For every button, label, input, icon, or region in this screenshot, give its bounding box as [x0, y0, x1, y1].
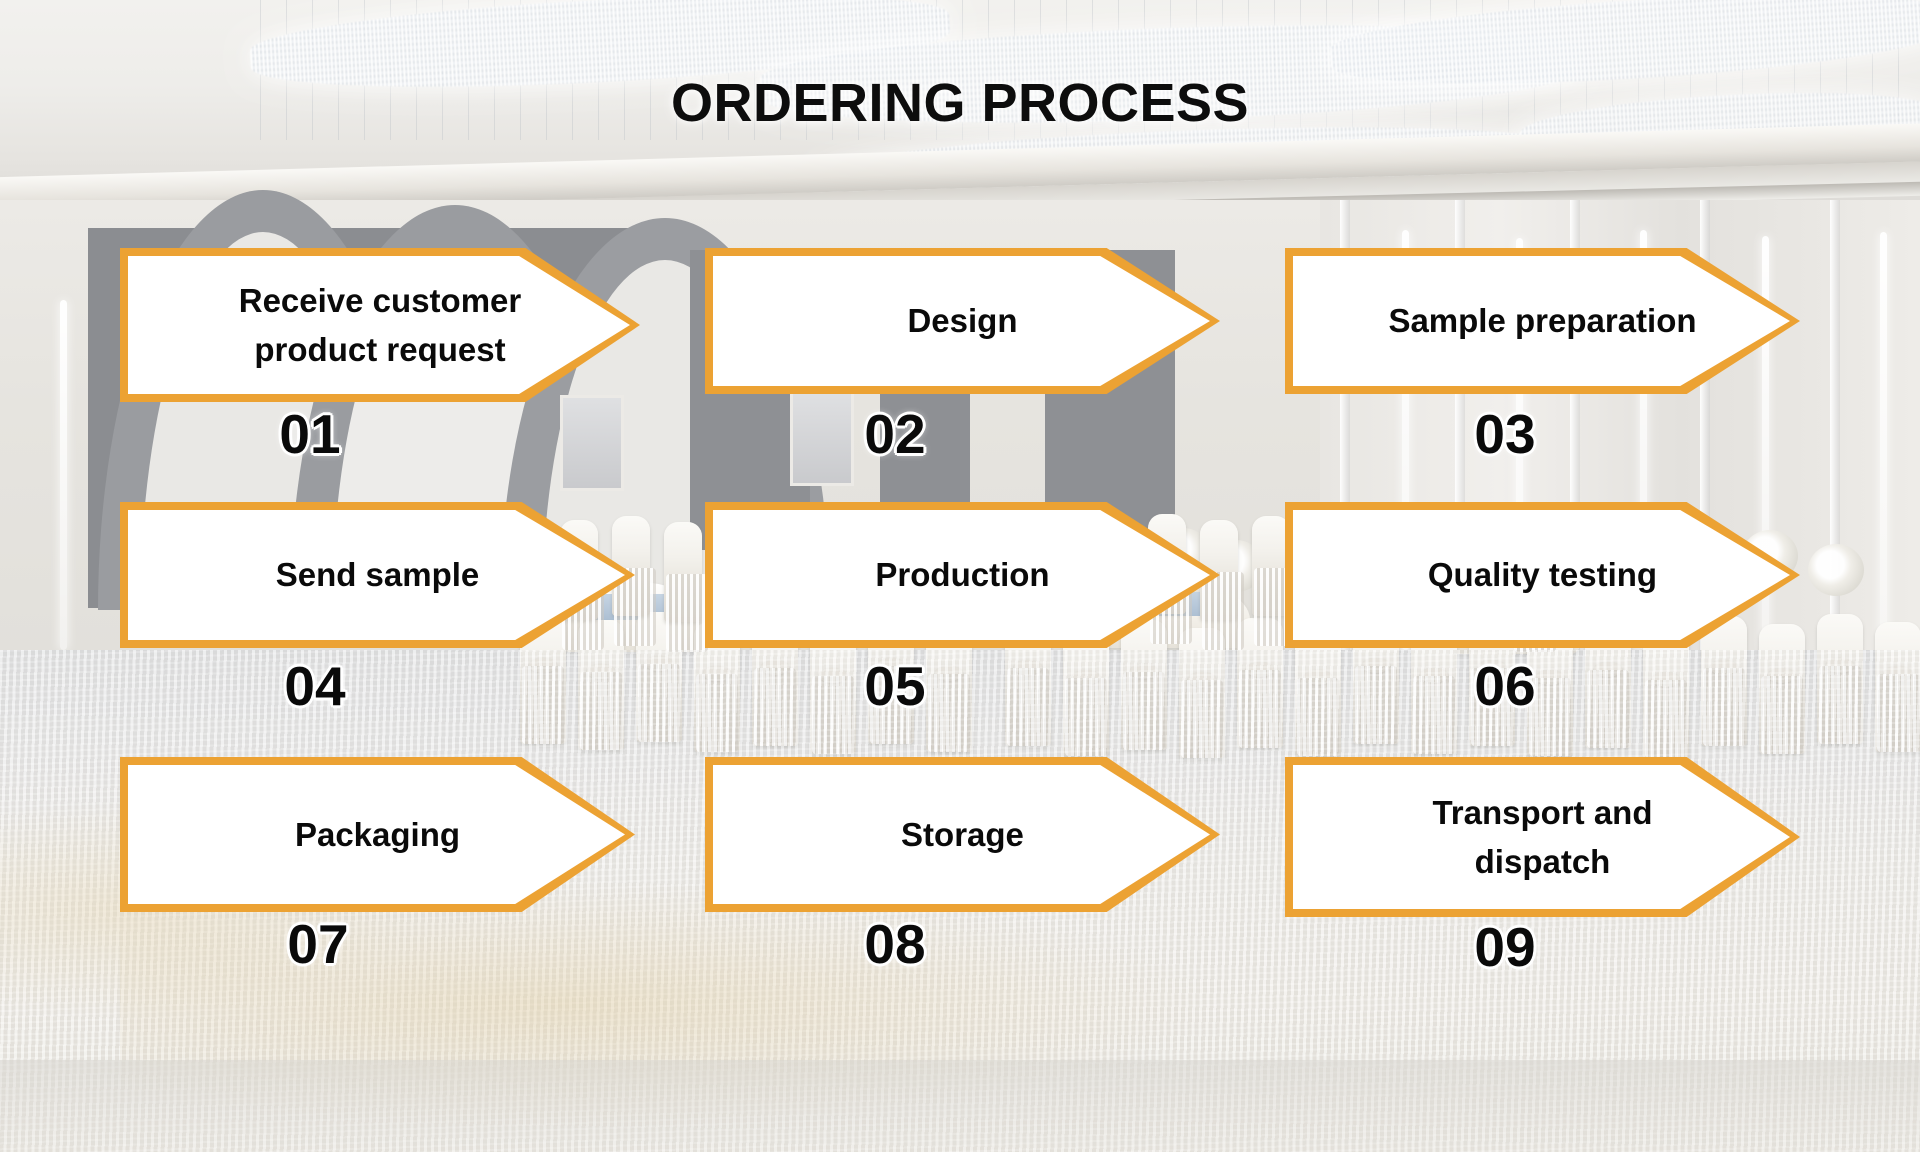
arrow-body: Storage [713, 765, 1211, 904]
arrow-body: Quality testing [1293, 510, 1791, 640]
arrow-shape: Transport and dispatch [1285, 757, 1800, 917]
step-number-01: 01 [279, 403, 341, 465]
arrow-shape: Packaging [120, 757, 635, 912]
process-step-06[interactable]: Quality testing [1285, 502, 1800, 648]
process-step-01[interactable]: Receive customer product request [120, 248, 640, 402]
pillar [1700, 200, 1710, 670]
arrow-body: Packaging [128, 765, 626, 904]
step-label: Sample preparation [1388, 302, 1697, 340]
wall-art [560, 395, 624, 491]
process-step-09[interactable]: Transport and dispatch [1285, 757, 1800, 917]
arrow-shape: Quality testing [1285, 502, 1800, 648]
arrow-shape: Sample preparation [1285, 248, 1800, 394]
step-label: Receive customer product request [238, 281, 522, 369]
step-number-03: 03 [1474, 403, 1536, 465]
step-number-04: 04 [284, 655, 346, 717]
pillar [1830, 200, 1840, 670]
arrow-body: Design [713, 256, 1211, 386]
pillar [1455, 200, 1465, 670]
step-number-02: 02 [864, 403, 926, 465]
step-number-06: 06 [1474, 655, 1536, 717]
arrow-shape: Production [705, 502, 1220, 648]
arrow-body: Transport and dispatch [1293, 765, 1791, 909]
arrow-shape: Design [705, 248, 1220, 394]
process-step-07[interactable]: Packaging [120, 757, 635, 912]
floor-foreground [0, 1060, 1920, 1152]
step-label: Quality testing [1427, 556, 1658, 594]
arrow-body: Send sample [128, 510, 626, 640]
step-label: Packaging [294, 815, 461, 853]
step-label: Design [907, 302, 1018, 340]
light-strip [1762, 236, 1769, 651]
process-step-04[interactable]: Send sample [120, 502, 635, 648]
arrow-shape: Storage [705, 757, 1220, 912]
process-step-02[interactable]: Design [705, 248, 1220, 394]
process-step-03[interactable]: Sample preparation [1285, 248, 1800, 394]
light-strip [60, 300, 67, 650]
arrow-shape: Receive customer product request [120, 248, 640, 402]
light-strip [1402, 230, 1409, 650]
arrow-body: Sample preparation [1293, 256, 1791, 386]
step-label: Production [875, 556, 1050, 594]
process-step-08[interactable]: Storage [705, 757, 1220, 912]
step-label: Storage [901, 815, 1024, 853]
arrow-body: Receive customer product request [128, 256, 630, 394]
light-strip [1516, 238, 1523, 648]
step-number-05: 05 [864, 655, 926, 717]
arrow-body: Production [713, 510, 1211, 640]
pillar [1340, 200, 1350, 670]
step-number-07: 07 [287, 913, 349, 975]
process-step-05[interactable]: Production [705, 502, 1220, 648]
light-strip [1640, 230, 1647, 650]
arrow-shape: Send sample [120, 502, 635, 648]
light-strip [1880, 232, 1887, 650]
step-number-09: 09 [1474, 916, 1536, 978]
step-number-08: 08 [864, 913, 926, 975]
page-title: ORDERING PROCESS [670, 73, 1250, 133]
step-label: Send sample [275, 556, 480, 594]
pillar [1570, 200, 1580, 670]
step-label: Transport and dispatch [1432, 793, 1653, 881]
